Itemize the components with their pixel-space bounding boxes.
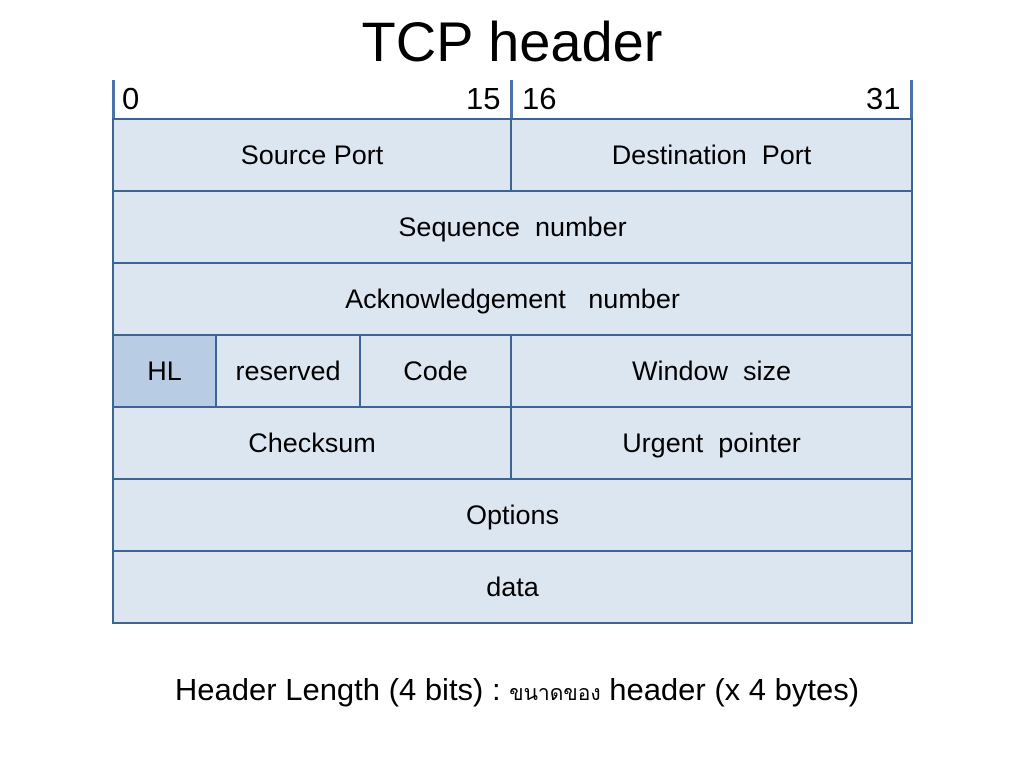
bit-label-15: 15 [466, 81, 501, 116]
header-length-note: Header Length (4 bits) : ขนาดของ header … [0, 668, 1024, 716]
header-length-field: HL [112, 334, 217, 408]
acknowledgement-number-field: Acknowledgement number [112, 262, 913, 336]
destination-port-field: Destination Port [510, 118, 913, 192]
tcp-header-table: Source Port Destination Port Sequence nu… [112, 118, 913, 624]
code-field: Code [359, 334, 512, 408]
data-field: data [112, 550, 913, 624]
bit-marker-middle [510, 80, 513, 118]
bit-label-16: 16 [522, 81, 557, 116]
checksum-field: Checksum [112, 406, 512, 480]
window-size-field: Window size [510, 334, 913, 408]
source-port-field: Source Port [112, 118, 512, 192]
bit-marker-right [910, 80, 913, 118]
bit-position-ruler: 0 15 16 31 [112, 80, 913, 118]
reserved-field: reserved [215, 334, 361, 408]
note-thai-text: ขนาดของ [509, 682, 601, 705]
note-suffix: header (x 4 bytes) [600, 672, 860, 707]
urgent-pointer-field: Urgent pointer [510, 406, 913, 480]
options-field: Options [112, 478, 913, 552]
note-prefix: Header Length (4 bits) : [174, 672, 510, 707]
bit-marker-left [112, 80, 115, 118]
page-title: TCP header [361, 10, 663, 73]
bit-label-31: 31 [866, 81, 901, 116]
sequence-number-field: Sequence number [112, 190, 913, 264]
bit-label-0: 0 [122, 81, 140, 116]
